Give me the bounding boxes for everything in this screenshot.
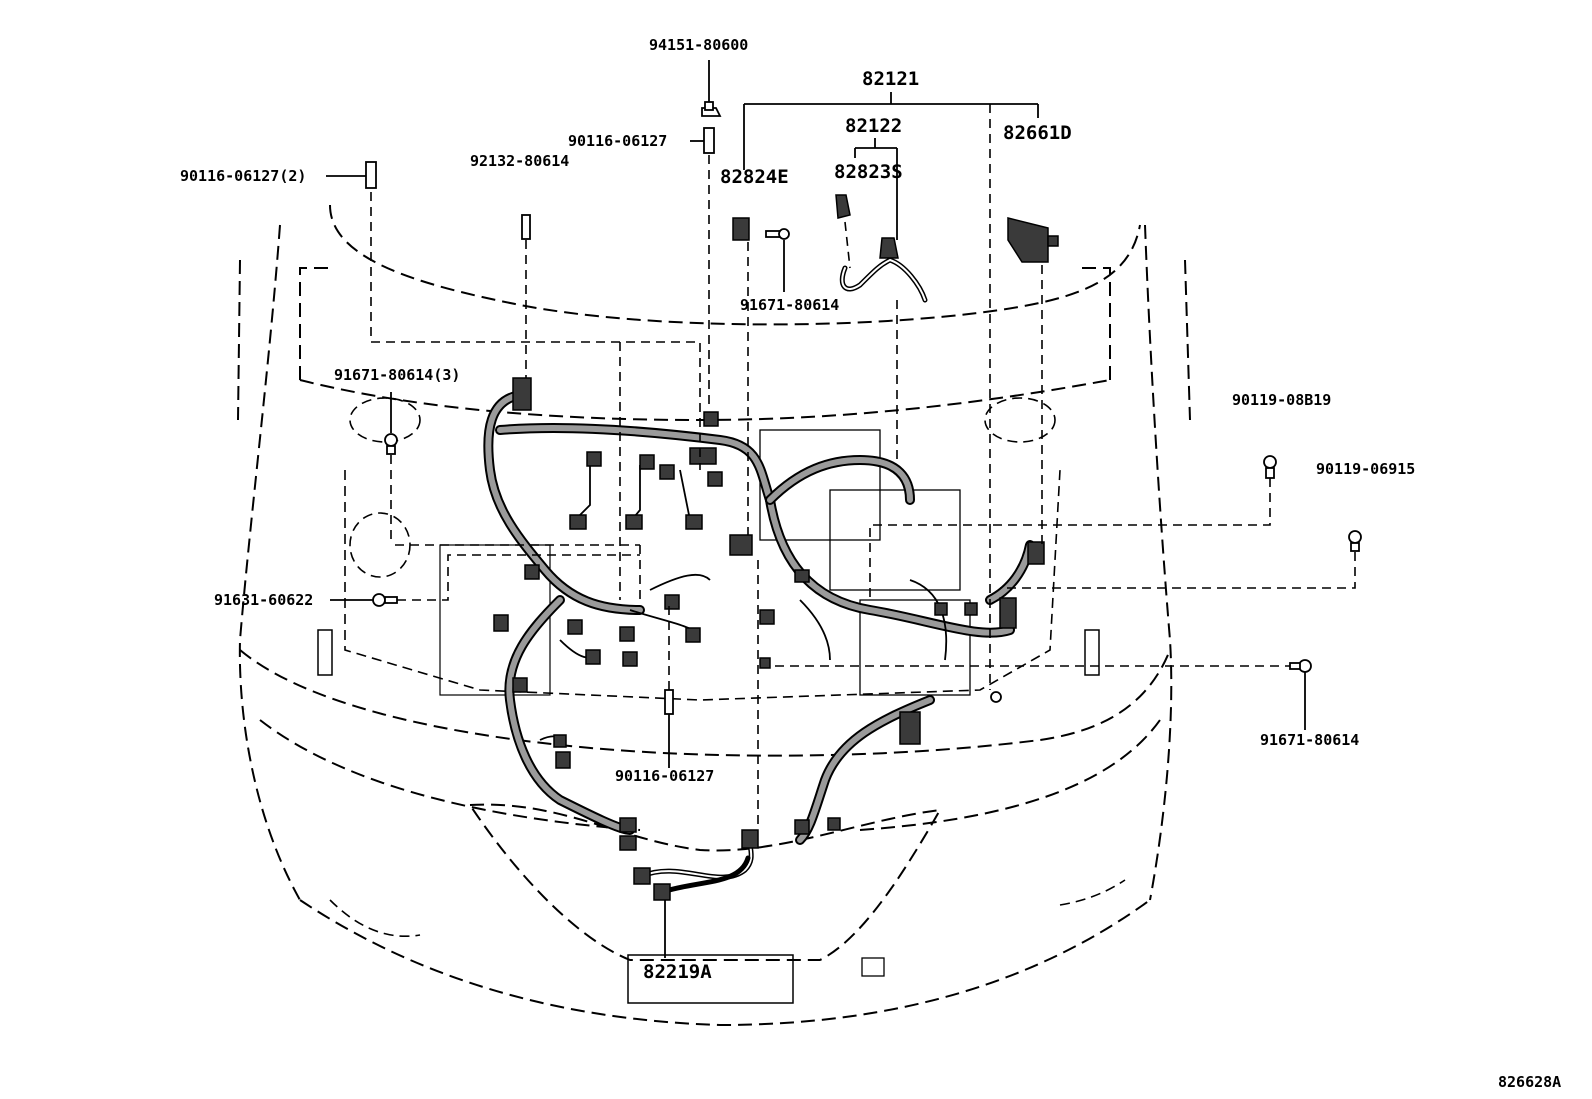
- sub-harness-82122: [835, 194, 928, 303]
- callout-91671-80614-right: 91671-80614: [1260, 731, 1360, 749]
- callout-90116-06127-bottom: 90116-06127: [615, 767, 715, 785]
- sub-harness-82219a: [633, 829, 759, 901]
- callout-82122: 82122: [845, 115, 903, 137]
- callout-92132-80614: 92132-80614: [470, 152, 570, 170]
- callout-82823s: 82823S: [834, 161, 903, 183]
- vehicle-outline: [237, 204, 1191, 1027]
- leader-lines: [326, 60, 1356, 958]
- callout-94151-80600: 94151-80600: [649, 36, 749, 54]
- callout-82661d: 82661D: [1003, 122, 1072, 144]
- callout-90119-06915: 90119-06915: [1316, 460, 1416, 478]
- callout-82824e: 82824E: [720, 166, 789, 188]
- callout-90116-06127-2: 90116-06127(2): [180, 167, 307, 185]
- fasteners: [365, 101, 1362, 715]
- callout-82219a: 82219A: [643, 961, 712, 983]
- callout-82121: 82121: [862, 68, 920, 90]
- callout-91631-60622: 91631-60622: [214, 591, 314, 609]
- harness-connectors: [493, 377, 1045, 851]
- callout-91671-80614-top: 91671-80614: [740, 296, 840, 314]
- callout-90116-06127-top: 90116-06127: [568, 132, 668, 150]
- callout-91671-80614-3: 91671-80614(3): [334, 366, 461, 384]
- figure-id: 826628A: [1498, 1073, 1562, 1091]
- callout-90119-08b19: 90119-08B19: [1232, 391, 1332, 409]
- engine-wiring-harness: [483, 390, 1035, 845]
